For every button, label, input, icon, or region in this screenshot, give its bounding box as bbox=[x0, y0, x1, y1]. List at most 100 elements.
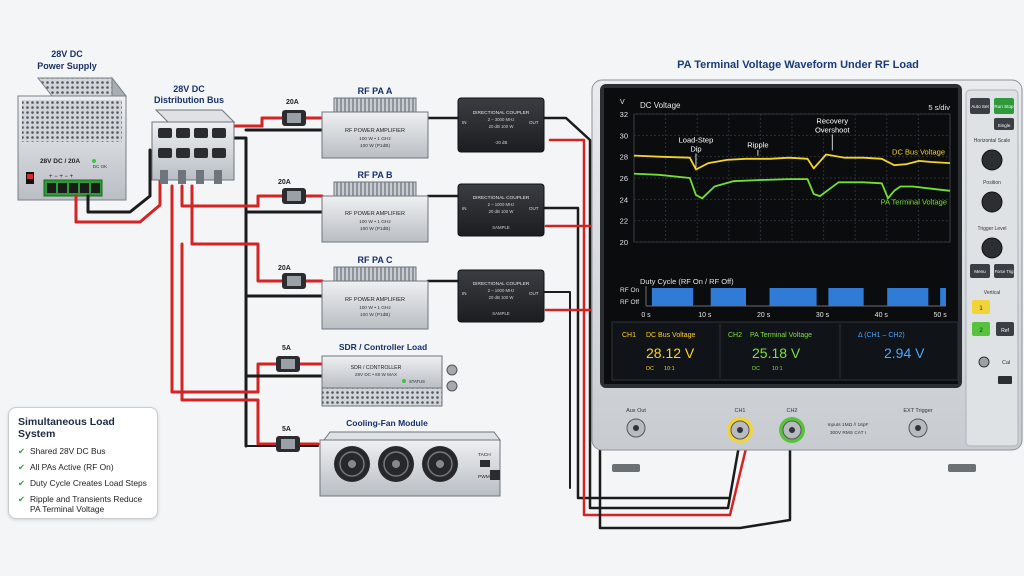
pa-b-line1: RF POWER AMPLIFIER bbox=[345, 211, 405, 217]
x-tick-label: 30 s bbox=[816, 312, 830, 319]
cal-terminal[interactable] bbox=[978, 356, 990, 368]
fuse-pa-a-label: 20A bbox=[286, 99, 299, 106]
x-tick-label: 50 s bbox=[934, 312, 948, 319]
summary-panel: Simultaneous Load System ✔Shared 28V DC … bbox=[8, 407, 158, 519]
position-knob[interactable] bbox=[981, 191, 1003, 213]
fuse-pa-a: 20A bbox=[282, 99, 306, 126]
y-tick-label: 26 bbox=[620, 174, 628, 183]
menu-label: Menu bbox=[974, 269, 986, 274]
rf-on-pulse bbox=[828, 288, 864, 306]
readout-ch1-channel: CH1 bbox=[622, 332, 636, 339]
aux-out-label: Aux Out bbox=[626, 408, 646, 414]
vertical-label: Vertical bbox=[984, 290, 1000, 296]
rf-on-pulse bbox=[651, 288, 694, 306]
single-button[interactable]: Single bbox=[994, 118, 1014, 130]
coupler-b-line3: 20 dB 100 W bbox=[489, 209, 515, 214]
y-tick-label: 20 bbox=[620, 238, 628, 247]
svg-text:+ − + − +: + − + − + bbox=[49, 174, 74, 180]
horizontal-scale-knob[interactable] bbox=[981, 149, 1003, 171]
auto-set-button[interactable]: Auto Set bbox=[970, 98, 990, 114]
check-icon: ✔ bbox=[18, 462, 26, 472]
trigger-label: Trigger Level bbox=[978, 226, 1007, 232]
y-tick-label: 24 bbox=[620, 195, 628, 204]
readout-ch2-sub2: 10:1 bbox=[772, 366, 783, 372]
ext-trigger-label: EXT Trigger bbox=[903, 408, 932, 414]
y-tick-label: 30 bbox=[620, 131, 628, 140]
coupler-c: DIRECTIONAL COUPLER 2 – 1000 MHz 20 dB 1… bbox=[457, 269, 545, 323]
annotation-label: Overshoot bbox=[815, 125, 851, 134]
distribution-bus: 28V DC Distribution Bus bbox=[151, 84, 236, 184]
y-tick-label: 22 bbox=[620, 217, 628, 226]
dc-bus-voltage-line bbox=[633, 153, 951, 171]
pa-a-line1: RF POWER AMPLIFIER bbox=[345, 128, 405, 134]
pa-c-line1: RF POWER AMPLIFIER bbox=[345, 297, 405, 303]
legend-pa-terminal-voltage: PA Terminal Voltage bbox=[881, 198, 947, 207]
check-icon: ✔ bbox=[18, 446, 26, 456]
coupler-a-line1: DIRECTIONAL COUPLER bbox=[473, 110, 530, 116]
cooling-fan-module: Cooling-Fan Module TACH PWM bbox=[319, 418, 501, 497]
pa-a-line3: 100 W (P1dB) bbox=[360, 143, 391, 149]
channel-1-button[interactable]: 1 bbox=[972, 300, 990, 314]
bus-title-1: 28V DC bbox=[173, 84, 205, 94]
summary-list: ✔Shared 28V DC Bus ✔All PAs Active (RF O… bbox=[18, 446, 148, 514]
run-stop-label: Run Stop bbox=[994, 104, 1014, 109]
coupler-b-port: SAMPLE bbox=[492, 225, 510, 230]
coupler-c-in: IN bbox=[462, 291, 467, 296]
rf-on-pulse bbox=[940, 288, 946, 306]
horizontal-label: Horizontal Scale bbox=[974, 138, 1011, 144]
coupler-c-line1: DIRECTIONAL COUPLER bbox=[473, 281, 530, 287]
sdr-title: SDR / Controller Load bbox=[339, 342, 427, 352]
annotation-label: Recovery bbox=[816, 116, 848, 125]
readout-ch2: CH2 PA Terminal Voltage 25.18 V DC 10:1 bbox=[728, 332, 812, 372]
diagram-title: PA Terminal Voltage Waveform Under RF Lo… bbox=[677, 59, 919, 71]
coupler-a: DIRECTIONAL COUPLER 2 – 3000 MHz 20 dB 1… bbox=[457, 97, 545, 153]
fuse-sdr: 5A bbox=[276, 345, 300, 372]
inputs-spec: Inputs 1MΩ // 16pF bbox=[828, 422, 869, 428]
channel-2-button[interactable]: 2 bbox=[972, 322, 990, 336]
coupler-a-out: OUT bbox=[529, 120, 539, 125]
menu-button[interactable]: Menu bbox=[970, 264, 990, 278]
fan-title: Cooling-Fan Module bbox=[346, 418, 428, 428]
plot-ylabel: V bbox=[620, 99, 625, 106]
summary-item: ✔All PAs Active (RF On) bbox=[18, 462, 148, 472]
pa-a-title: RF PA A bbox=[358, 86, 393, 96]
annotation-label: Ripple bbox=[747, 141, 768, 150]
force-trig-button[interactable]: Force Trig bbox=[994, 264, 1014, 278]
readout-ch1-label: DC Bus Voltage bbox=[646, 332, 696, 339]
ref-label: Ref bbox=[1001, 328, 1009, 334]
fuse-fan: 5A bbox=[276, 426, 300, 452]
wiring bbox=[74, 116, 792, 530]
bus-title-2: Distribution Bus bbox=[154, 95, 224, 105]
duty-rf-off: RF Off bbox=[620, 299, 639, 306]
usb-port[interactable] bbox=[998, 376, 1012, 384]
readout-delta: Δ (CH1 – CH2) 2.94 V bbox=[858, 332, 925, 361]
check-icon: ✔ bbox=[18, 478, 26, 488]
fuse-pa-b-label: 20A bbox=[278, 179, 291, 186]
annotation-label: Dip bbox=[690, 144, 701, 153]
plot-time-scale: 5 s/div bbox=[928, 103, 950, 112]
duty-rf-on: RF On bbox=[620, 287, 640, 294]
coupler-b-line1: DIRECTIONAL COUPLER bbox=[473, 195, 530, 201]
y-tick-label: 28 bbox=[620, 153, 628, 162]
readout-delta-value: 2.94 V bbox=[884, 345, 925, 361]
run-stop-button[interactable]: Run Stop bbox=[994, 98, 1014, 114]
plot-title: DC Voltage bbox=[640, 101, 681, 110]
fuse-pa-c-label: 20A bbox=[278, 265, 291, 272]
fuse-pa-c: 20A bbox=[278, 265, 306, 289]
ref-button[interactable]: Ref bbox=[996, 322, 1014, 336]
fuse-sdr-label: 5A bbox=[282, 345, 291, 352]
readout-ch2-channel: CH2 bbox=[728, 332, 742, 339]
readout-ch2-label: PA Terminal Voltage bbox=[750, 332, 812, 339]
coupler-a-port: -20 dB bbox=[495, 140, 508, 145]
cal-label: Cal bbox=[1002, 360, 1010, 366]
pa-c-title: RF PA C bbox=[358, 255, 393, 265]
trigger-level-knob[interactable] bbox=[981, 237, 1003, 259]
fan-pwm: PWM bbox=[478, 474, 490, 480]
summary-item: ✔Duty Cycle Creates Load Steps bbox=[18, 478, 148, 488]
summary-item-text: Ripple and Transients Reduce PA Terminal… bbox=[30, 494, 143, 514]
sdr-line2: 28V DC • 60 W MAX bbox=[355, 372, 397, 377]
single-label: Single bbox=[998, 123, 1011, 128]
y-tick-label: 32 bbox=[620, 110, 628, 119]
channel-2-label: 2 bbox=[979, 328, 983, 334]
